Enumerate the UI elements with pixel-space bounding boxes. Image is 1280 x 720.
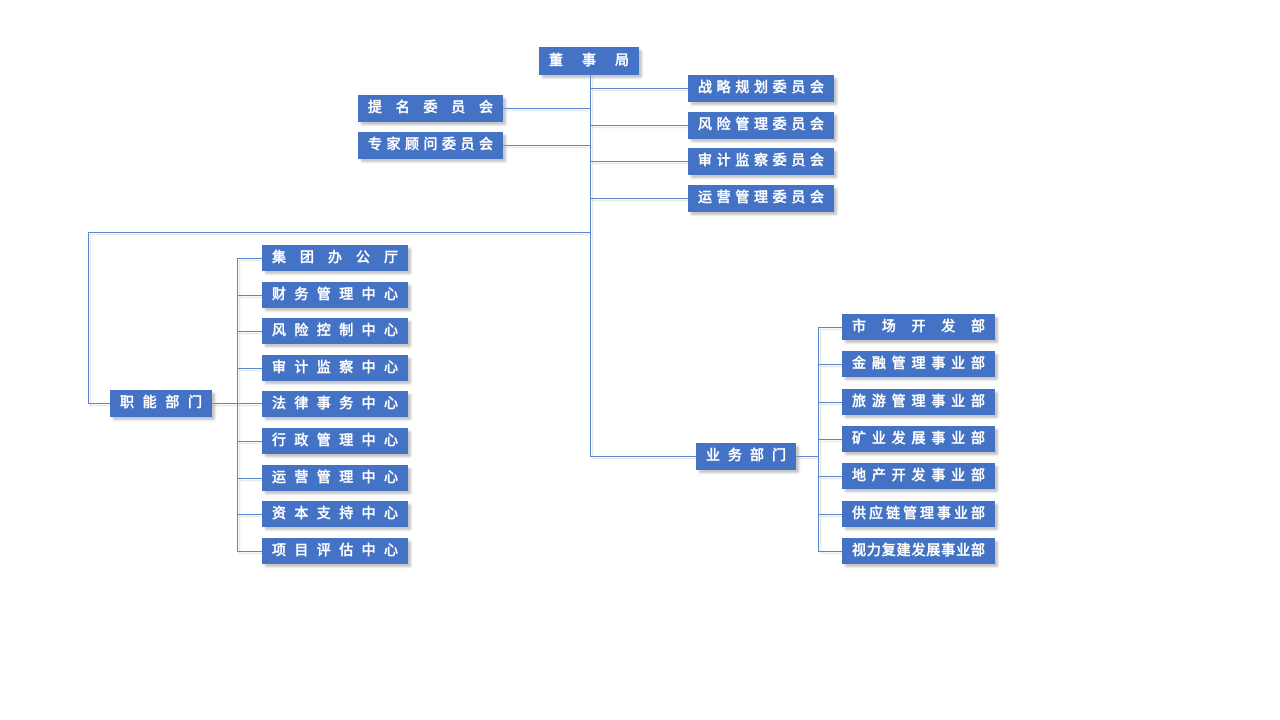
node-supply-chain-business-unit: 供应链管理事业部	[842, 501, 995, 527]
connector-functional-drop	[88, 232, 89, 404]
connector-functional-stub-2	[237, 295, 262, 296]
node-capital-support-center: 资本支持中心	[262, 501, 408, 527]
connector-functional-stub-9	[237, 551, 262, 552]
connector-left-committee-1	[503, 108, 591, 109]
connector-business-stub-1	[818, 327, 842, 328]
connector-left-committee-2	[503, 145, 591, 146]
connector-business-stub-2	[818, 364, 842, 365]
node-risk-management-committee: 风险管理委员会	[688, 112, 834, 139]
connector-functional-stub-8	[237, 514, 262, 515]
node-risk-control-center: 风险控制中心	[262, 318, 408, 344]
node-project-evaluation-center: 项目评估中心	[262, 538, 408, 564]
node-nomination-committee: 提名委员会	[358, 95, 503, 122]
connector-business-stub-4	[818, 439, 842, 440]
connector-functional-entry	[88, 403, 111, 404]
node-expert-advisory-committee: 专家顾问委员会	[358, 132, 503, 159]
node-real-estate-business-unit: 地产开发事业部	[842, 463, 995, 489]
node-administration-center: 行政管理中心	[262, 428, 408, 454]
connector-business-stub-5	[818, 476, 842, 477]
connector-right-committee-1	[590, 88, 688, 89]
node-audit-supervision-center: 审计监察中心	[262, 355, 408, 381]
node-finance-business-unit: 金融管理事业部	[842, 351, 995, 377]
node-strategic-planning-committee: 战略规划委员会	[688, 75, 834, 102]
connector-functional-main	[88, 232, 591, 233]
connector-functional-stub-4	[237, 368, 262, 369]
connector-functional-stub-3	[237, 331, 262, 332]
node-finance-management-center: 财务管理中心	[262, 282, 408, 308]
node-business-departments: 业务部门	[696, 443, 796, 470]
node-board-of-directors: 董事局	[539, 47, 639, 75]
connector-functional-stub-6	[237, 441, 262, 442]
node-tourism-business-unit: 旅游管理事业部	[842, 389, 995, 415]
connector-business-out	[796, 456, 818, 457]
connector-functional-stub-1	[237, 258, 262, 259]
node-operations-management-committee: 运营管理委员会	[688, 185, 834, 212]
node-functional-departments: 职能部门	[110, 390, 212, 417]
connector-trunk	[590, 75, 591, 456]
connector-right-committee-3	[590, 161, 688, 162]
connector-functional-stub-7	[237, 478, 262, 479]
node-legal-affairs-center: 法律事务中心	[262, 391, 408, 417]
node-operations-center: 运营管理中心	[262, 465, 408, 491]
node-group-office: 集团办公厅	[262, 245, 408, 271]
connector-business-main	[590, 456, 696, 457]
connector-business-stub-6	[818, 514, 842, 515]
connector-functional-spine	[237, 258, 238, 551]
node-audit-supervision-committee: 审计监察委员会	[688, 148, 834, 175]
connector-right-committee-2	[590, 125, 688, 126]
connector-business-stub-7	[818, 551, 842, 552]
connector-business-stub-3	[818, 402, 842, 403]
node-market-development-dept: 市场开发部	[842, 314, 995, 340]
node-vision-rehab-business-unit: 视力复建发展事业部	[842, 538, 995, 564]
connector-right-committee-4	[590, 198, 688, 199]
node-mining-business-unit: 矿业发展事业部	[842, 426, 995, 452]
